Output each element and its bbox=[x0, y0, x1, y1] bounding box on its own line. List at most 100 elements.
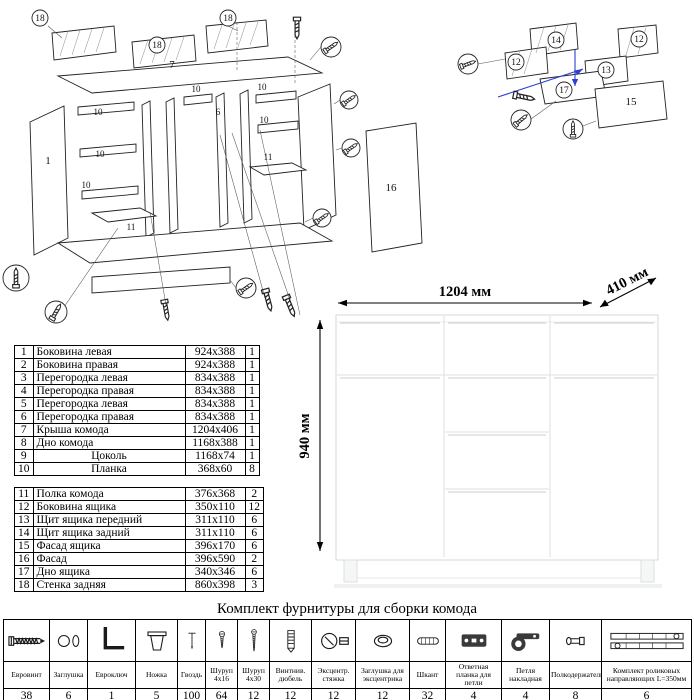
arrowhead bbox=[316, 320, 324, 329]
screw-drawing bbox=[512, 90, 536, 104]
euro-screw-icon bbox=[3, 619, 50, 662]
svg-text:12: 12 bbox=[634, 35, 644, 45]
part-size: 340x346 bbox=[184, 565, 246, 579]
part-size: 311x110 bbox=[184, 526, 246, 540]
part-label: 11 bbox=[264, 152, 273, 162]
panel-bottom bbox=[56, 222, 334, 264]
part-label: 10 bbox=[258, 82, 268, 92]
part-size: 376x368 bbox=[184, 487, 246, 501]
hardware-detail-callouts bbox=[2, 36, 361, 324]
part-name: Перегородка правая bbox=[32, 410, 186, 424]
part-number: 13 bbox=[14, 513, 34, 527]
part-qty: 6 bbox=[244, 539, 264, 553]
panel-plank bbox=[183, 93, 213, 106]
part-number: 9 bbox=[14, 449, 34, 463]
part-size: 834x388 bbox=[184, 371, 246, 385]
part-name: Планка bbox=[32, 462, 186, 476]
drawer-slide-icon bbox=[601, 619, 692, 662]
part-label: 11 bbox=[127, 222, 136, 232]
arrowhead bbox=[583, 299, 592, 307]
screw-drawing bbox=[292, 16, 302, 40]
hardware-item-name: Евровинт bbox=[3, 661, 50, 689]
part-name: Фасад ящика bbox=[32, 539, 186, 553]
part-name: Крыша комода bbox=[32, 423, 186, 437]
svg-text:18: 18 bbox=[35, 14, 45, 24]
part-name: Боковина ящика bbox=[32, 500, 186, 514]
part-label: 10 bbox=[94, 107, 104, 117]
panel-plank bbox=[81, 185, 139, 200]
part-size: 834x388 bbox=[184, 384, 246, 398]
part-name: Дно ящика bbox=[32, 565, 186, 579]
svg-text:12: 12 bbox=[511, 58, 521, 68]
part-callout: 14 bbox=[547, 31, 565, 49]
panel-partition bbox=[141, 100, 155, 238]
part-number: 12 bbox=[14, 500, 34, 514]
part-label: 1 bbox=[45, 155, 51, 167]
svg-text:18: 18 bbox=[223, 14, 233, 24]
part-size: 924x388 bbox=[184, 358, 246, 372]
part-callout: 17 bbox=[555, 81, 573, 99]
hardware-kit-title: Комплект фурнитуры для сборки комода bbox=[216, 601, 477, 617]
part-label: 16 bbox=[386, 182, 398, 194]
width-dimension-label: 1204 мм bbox=[439, 284, 492, 300]
hardware-item-qty: 100 bbox=[177, 688, 206, 700]
pointer-lines bbox=[61, 129, 301, 316]
panel-top bbox=[56, 56, 324, 94]
part-size: 1204x406 bbox=[184, 423, 246, 437]
cap-icon bbox=[49, 619, 88, 662]
hardware-item-qty: 4 bbox=[501, 688, 550, 700]
arrowhead bbox=[574, 69, 583, 75]
part-number: 8 bbox=[14, 436, 34, 450]
dresser-foot bbox=[343, 559, 358, 583]
hardware-item-qty: 32 bbox=[409, 688, 446, 700]
part-qty: 1 bbox=[244, 358, 260, 372]
callout-leader-lines bbox=[47, 25, 239, 39]
part-size: 368x60 bbox=[184, 462, 246, 476]
part-number: 3 bbox=[14, 371, 34, 385]
part-name: Фасад bbox=[32, 552, 186, 566]
detail-leader-lines bbox=[229, 46, 343, 289]
part-qty: 1 bbox=[244, 397, 260, 411]
part-size: 1168x388 bbox=[184, 436, 246, 450]
part-number: 17 bbox=[14, 565, 34, 579]
nail-icon bbox=[177, 619, 206, 662]
hardware-item-qty: 6 bbox=[601, 688, 692, 700]
hardware-item-name: Эксцентр. стяжка bbox=[311, 661, 356, 689]
part-qty: 6 bbox=[244, 526, 264, 540]
panel-back-right bbox=[205, 19, 269, 54]
part-number: 18 bbox=[14, 578, 34, 592]
part-number: 4 bbox=[14, 384, 34, 398]
part-label: 10 bbox=[192, 84, 202, 94]
part-number: 5 bbox=[14, 397, 34, 411]
part-number: 10 bbox=[14, 462, 34, 476]
part-size: 350x110 bbox=[184, 500, 246, 514]
part-callout: 12 bbox=[507, 53, 525, 71]
exploded-diagram-main bbox=[29, 16, 423, 322]
part-size: 834x388 bbox=[184, 397, 246, 411]
hardware-item-name: Евроключ bbox=[87, 661, 136, 689]
part-number: 16 bbox=[14, 552, 34, 566]
screw-long-icon bbox=[237, 619, 270, 662]
arrowhead bbox=[316, 542, 324, 551]
part-qty: 8 bbox=[244, 462, 260, 476]
depth-dimension-label: 410 мм bbox=[603, 264, 651, 299]
panel-partition bbox=[215, 92, 229, 228]
part-number: 14 bbox=[14, 526, 34, 540]
hardware-item-qty: 1 bbox=[87, 688, 136, 700]
hardware-item-name: Гвоздь bbox=[177, 661, 206, 689]
hardware-item-qty: 12 bbox=[237, 688, 270, 700]
hardware-item-name: Шкант bbox=[409, 661, 446, 689]
svg-text:13: 13 bbox=[601, 66, 611, 76]
panel-back-mid bbox=[131, 34, 197, 69]
